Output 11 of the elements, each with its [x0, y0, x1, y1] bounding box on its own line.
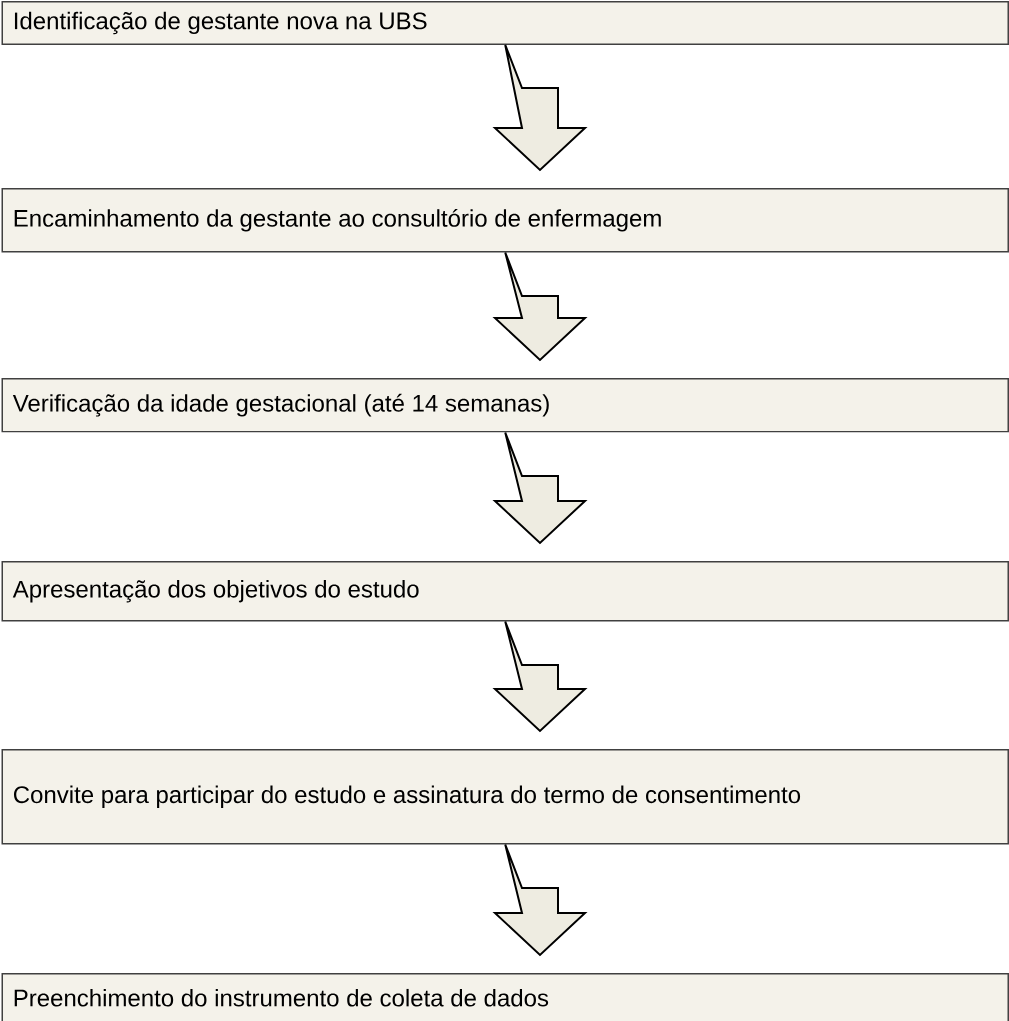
process-box: Preenchimento do instrumento de coleta de dados [1, 973, 1009, 1021]
block-arrow [492, 43, 588, 172]
block-arrow [492, 251, 588, 362]
process-box: Encaminhamento da gestante ao consultório de enfermagem [1, 188, 1009, 253]
process-box: Convite para participar do estudo e assinatura do termo de consentimento [1, 749, 1009, 845]
process-box: Verificação da idade gestacional (até 14 semanas) [1, 378, 1009, 433]
process-box: Apresentação dos objetivos do estudo [1, 561, 1009, 622]
process-box: Identificação de gestante nova na UBS [1, 1, 1009, 45]
block-arrow [492, 620, 588, 733]
block-arrow [492, 431, 588, 545]
block-arrow [492, 843, 588, 957]
